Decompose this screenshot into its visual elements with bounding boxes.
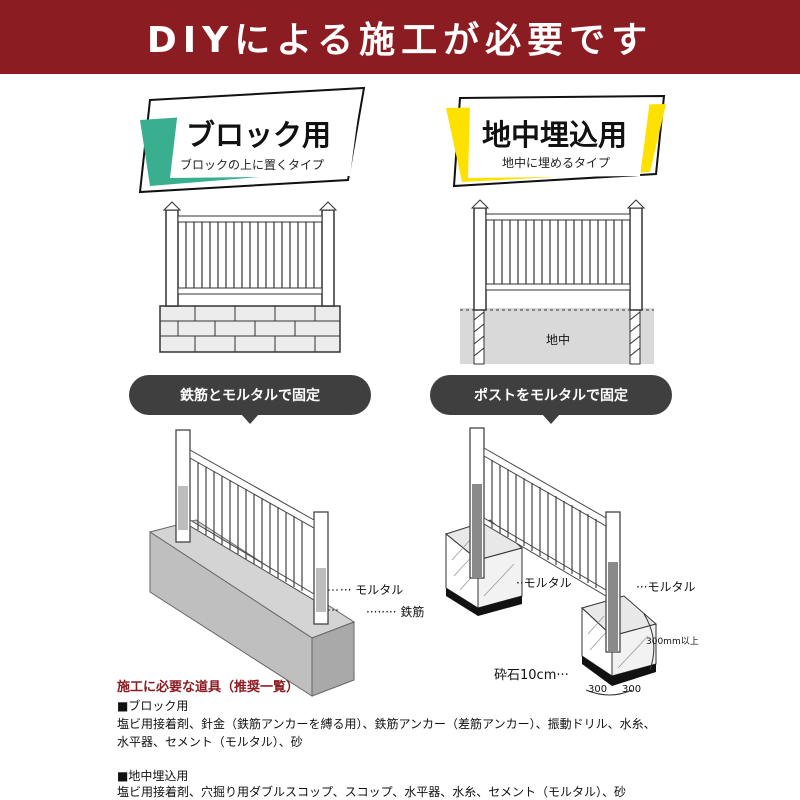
- ground-fence-illustration: [460, 199, 654, 365]
- ground-mortar-label-left: ··モルタル: [516, 576, 572, 590]
- page-title: DIYによる施工が必要です: [146, 20, 654, 61]
- ground-type-title: 地中埋込用: [482, 118, 628, 152]
- ground-type-badge-shape: [446, 94, 666, 188]
- depth-label: 300mm以上: [646, 637, 699, 647]
- tools-block-items: 塩ビ用接着剤、針金（鉄筋アンカーを縛る用）、鉄筋アンカー（差筋アンカー）、振動ド…: [117, 717, 656, 731]
- ground-mortar-label-right: ···モルタル: [636, 580, 696, 594]
- tools-ground-items: 塩ビ用接着剤、穴掘り用ダブルスコップ、スコップ、水平器、水糸、セメント（モルタル…: [117, 785, 627, 799]
- ground-type-subtitle: 地中に埋めるタイプ: [502, 156, 611, 170]
- block-mortar-label: ··· モルタル: [340, 583, 404, 597]
- ground-install-illustration: [444, 427, 658, 696]
- block-rebar-label: ········ 鉄筋: [366, 605, 425, 619]
- block-type-title: ブロック用: [186, 118, 332, 152]
- tools-block-heading: ■ブロック用: [117, 699, 189, 713]
- width-label-b: 300: [622, 684, 642, 695]
- block-install-illustration: [148, 429, 356, 697]
- ground-method-pill: ポストをモルタルで固定: [430, 375, 672, 424]
- header-banner: DIYによる施工が必要です: [0, 0, 800, 74]
- block-type-subtitle: ブロックの上に置くタイプ: [180, 158, 325, 172]
- tools-ground-heading: ■地中埋込用: [117, 769, 189, 783]
- ground-label: 地中: [546, 333, 571, 347]
- block-method-pill: 鉄筋とモルタルで固定: [129, 375, 371, 424]
- tools-block-items-2: 水平器、セメント（モルタル）、砂: [117, 735, 303, 749]
- tools-title: 施工に必要な道具（推奨一覧）: [117, 680, 300, 695]
- block-fence-illustration: [159, 201, 341, 353]
- gravel-label: 砕石10cm···: [494, 668, 569, 683]
- width-label-a: 300: [588, 684, 608, 695]
- block-type-badge-shape: [138, 86, 366, 194]
